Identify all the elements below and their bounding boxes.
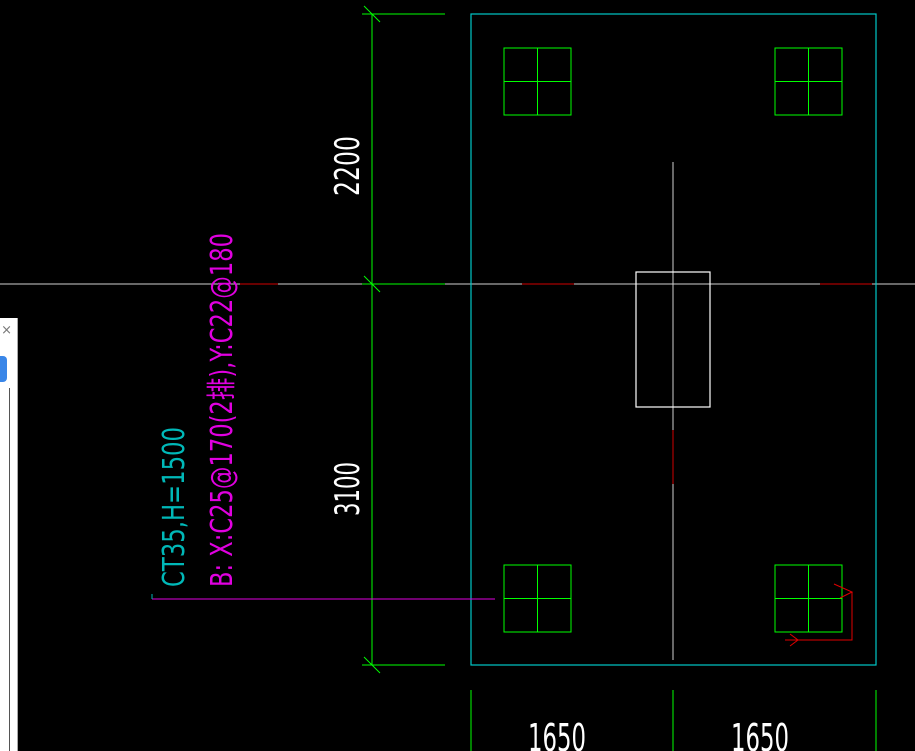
panel-tab-button[interactable] bbox=[0, 356, 7, 382]
dimension-text-bottom-right: 1650 bbox=[731, 716, 789, 751]
pile-cap-outline[interactable] bbox=[470, 13, 877, 666]
marker-arrow-bottom bbox=[789, 633, 799, 647]
rebar-label: B: X:C25@170(2排),Y:C22@180 bbox=[205, 233, 240, 587]
dimension-text-bottom-left: 1650 bbox=[528, 716, 586, 751]
pile-bottom-right[interactable] bbox=[774, 564, 843, 633]
dimension-text-middle: 3100 bbox=[328, 462, 368, 516]
panel-body bbox=[0, 388, 10, 751]
pile-top-left[interactable] bbox=[503, 47, 572, 116]
pile-cap-label: CT35,H=1500 bbox=[157, 427, 192, 587]
pile-top-right[interactable] bbox=[774, 47, 843, 116]
axis-markers bbox=[240, 283, 872, 484]
dim-tick-bottom bbox=[363, 656, 381, 674]
selection-marker bbox=[785, 583, 854, 647]
marker-bracket bbox=[785, 592, 853, 641]
pile-bottom-left[interactable] bbox=[503, 564, 572, 633]
dimension-text-top: 2200 bbox=[328, 136, 368, 196]
marker-arrow-top bbox=[833, 583, 854, 599]
dim-tick-middle bbox=[363, 275, 381, 293]
column-outline[interactable] bbox=[635, 271, 711, 408]
horizontal-dimension-extensions bbox=[470, 690, 877, 751]
side-panel: × bbox=[0, 318, 18, 751]
close-icon[interactable]: × bbox=[1, 323, 12, 338]
dim-tick-top bbox=[363, 5, 381, 23]
vertical-dimension bbox=[362, 5, 445, 674]
